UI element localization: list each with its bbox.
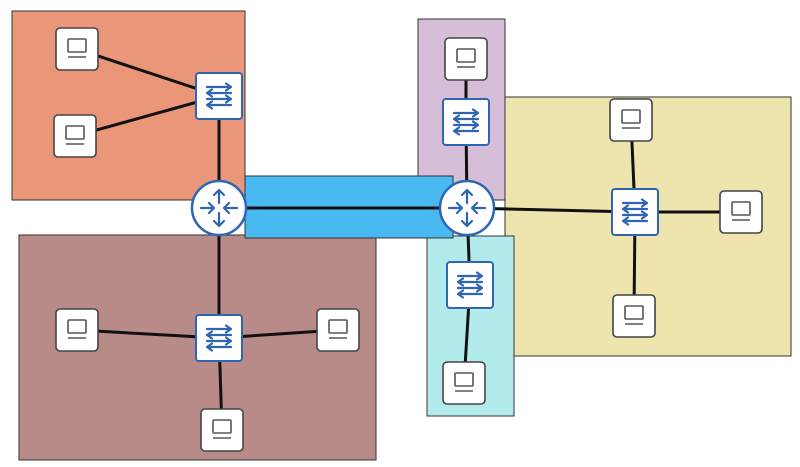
host-mauve-left[interactable] — [55, 308, 99, 352]
host-purple[interactable] — [444, 37, 488, 81]
router-right[interactable] — [438, 179, 496, 237]
host-orange-1[interactable] — [55, 27, 99, 71]
host-yellow-right[interactable] — [719, 190, 763, 234]
switch-icon — [446, 261, 494, 309]
computer-icon — [200, 408, 244, 452]
computer-icon — [442, 361, 486, 405]
computer-icon — [53, 114, 97, 158]
host-mauve-right[interactable] — [316, 308, 360, 352]
switch-icon — [195, 314, 243, 362]
computer-icon — [55, 308, 99, 352]
host-orange-2[interactable] — [53, 114, 97, 158]
host-teal[interactable] — [442, 361, 486, 405]
switch-icon — [442, 98, 490, 146]
switch-purple[interactable] — [442, 98, 490, 146]
computer-icon — [719, 190, 763, 234]
network-zones — [11, 10, 792, 461]
switch-orange[interactable] — [195, 72, 243, 120]
router-left[interactable] — [190, 179, 248, 237]
switch-yellow[interactable] — [611, 188, 659, 236]
router-icon — [190, 179, 248, 237]
switch-mauve[interactable] — [195, 314, 243, 362]
computer-icon — [444, 37, 488, 81]
host-yellow-top[interactable] — [609, 98, 653, 142]
network-devices — [53, 27, 763, 452]
switch-teal[interactable] — [446, 261, 494, 309]
switch-icon — [195, 72, 243, 120]
switch-icon — [611, 188, 659, 236]
computer-icon — [609, 98, 653, 142]
computer-icon — [55, 27, 99, 71]
host-mauve-bottom[interactable] — [200, 408, 244, 452]
router-icon — [438, 179, 496, 237]
computer-icon — [316, 308, 360, 352]
host-yellow-bottom[interactable] — [612, 294, 656, 338]
computer-icon — [612, 294, 656, 338]
